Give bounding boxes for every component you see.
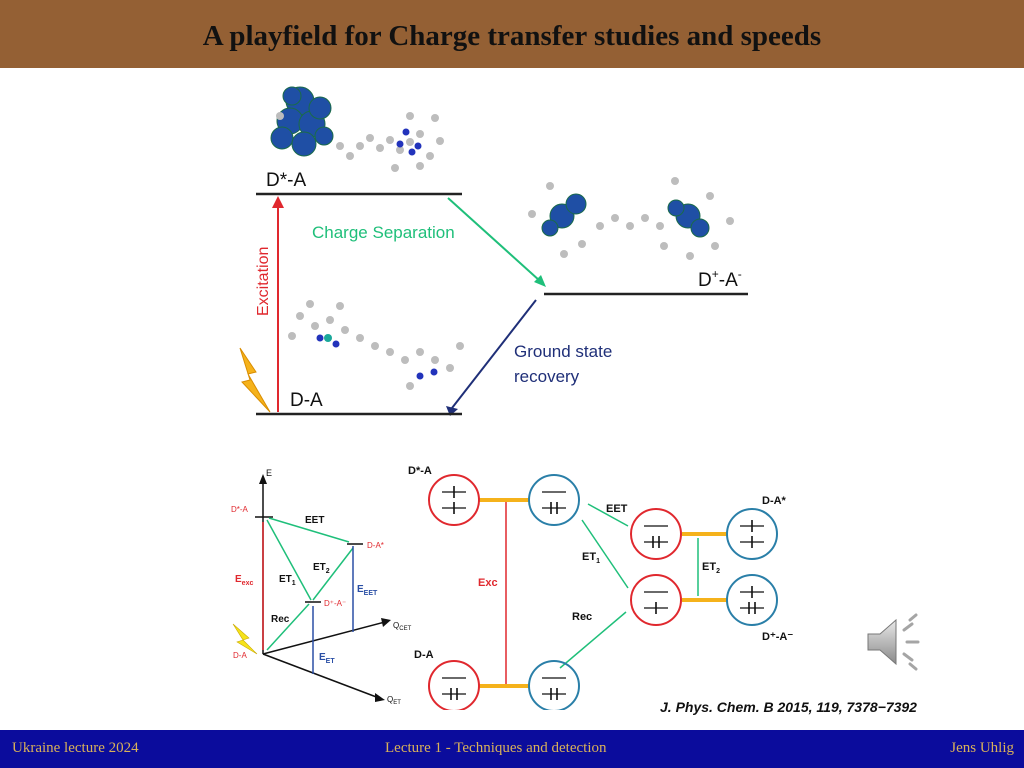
energy-rec: Rec (271, 614, 290, 625)
energy-lightning-icon (232, 623, 258, 655)
orbital-diagram: Exc ET2 EET ET1 Rec (408, 465, 793, 710)
orbital-circle-donor-excited (428, 474, 480, 526)
excited-state-label: D*-A (266, 170, 306, 191)
molecule-ground-state (288, 300, 464, 390)
orbital-circle-acceptor-ground (528, 660, 580, 710)
footer-right: Jens Uhlig (950, 740, 1014, 756)
energy-ground: D-A (233, 651, 247, 660)
orbital-circle-acceptor-minus (726, 574, 778, 626)
axis-e-label: E (266, 468, 272, 478)
orbital-label-d-a-star: D-A* (762, 495, 787, 507)
axis-q-et-label: QET (387, 695, 401, 706)
orbital-label-d-star-a: D*-A (408, 465, 432, 477)
energy-diagram: E QCET QET D*-A D-A* D⁺-A⁻ D-A Eexc EET … (231, 468, 412, 706)
energy-e-et: EET (319, 652, 335, 665)
orbital-label-d-a: D-A (414, 649, 434, 661)
orbital-eet: EET (606, 503, 628, 515)
excitation-label: Excitation (255, 247, 272, 316)
charge-separation-label: Charge Separation (312, 223, 455, 242)
recovery-label-line1: Ground state (514, 342, 612, 361)
cs-state-label: D+-A- (698, 267, 742, 291)
orbital-rec: Rec (572, 611, 592, 623)
footer: Ukraine lecture 2024 Lecture 1 - Techniq… (0, 730, 1024, 768)
energy-cs-state: D⁺-A⁻ (324, 599, 346, 608)
molecule-cs-state (528, 177, 734, 260)
energy-e-eet: EEET (357, 584, 378, 597)
axis-q-cet-label: QCET (393, 621, 412, 632)
energy-acceptor-excited: D-A* (367, 541, 384, 550)
ground-state-label: D-A (290, 390, 323, 411)
charge-separation-diagram: D*-A Excitation Charge Separation D+-A- … (239, 86, 748, 416)
footer-center: Lecture 1 - Techniques and detection (385, 740, 607, 756)
energy-donor-excited: D*-A (231, 505, 249, 514)
energy-et1: ET1 (279, 574, 296, 587)
recovery-label-line2: recovery (514, 367, 580, 386)
orbital-circle-acceptor-excited (726, 508, 778, 560)
orbital-circle-donor-plus (630, 574, 682, 626)
citation: J. Phys. Chem. B 2015, 119, 7378−7392 (660, 699, 917, 715)
orbital-et1: ET1 (582, 551, 600, 565)
orbital-label-d-plus-a-minus: D⁺-A⁻ (762, 631, 793, 643)
title-bar: A playfield for Charge transfer studies … (0, 0, 1024, 68)
energy-eet: EET (305, 515, 324, 526)
orbital-circle-donor-mid-top (630, 508, 682, 560)
molecule-excited-state (270, 86, 444, 172)
lightning-icon (239, 347, 271, 413)
footer-left: Ukraine lecture 2024 (12, 740, 139, 756)
energy-et2: ET2 (313, 562, 330, 575)
audio-speaker-icon[interactable] (862, 612, 932, 672)
orbital-circle-donor-ground (428, 660, 480, 710)
orbital-circle-acceptor-ground-top (528, 474, 580, 526)
orbital-exc: Exc (478, 577, 498, 589)
energy-e-exc: Eexc (235, 574, 253, 587)
orbital-et2: ET2 (702, 561, 720, 575)
slide-title: A playfield for Charge transfer studies … (202, 20, 822, 52)
